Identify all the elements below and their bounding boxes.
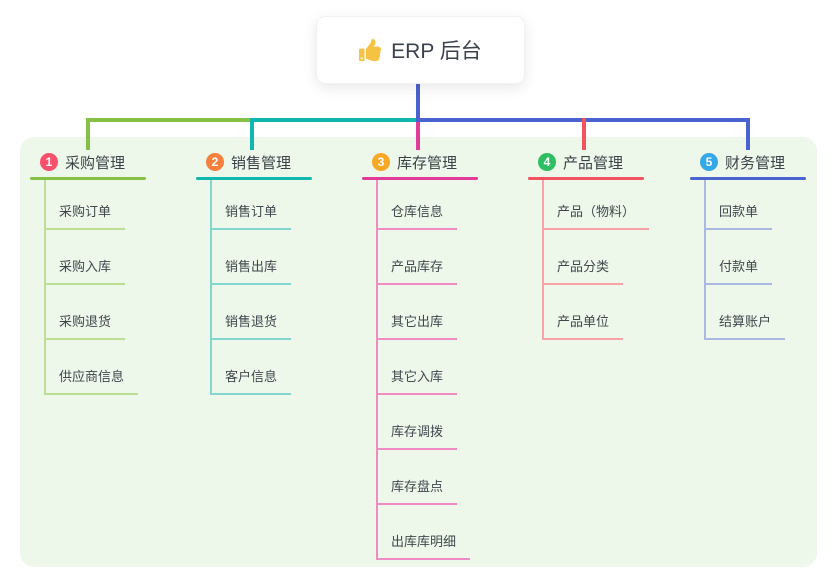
child-label[interactable]: 其它入库 xyxy=(378,366,458,395)
child-label[interactable]: 仓库信息 xyxy=(378,201,458,230)
branch-node-sales[interactable]: 2 销售管理 xyxy=(196,150,356,174)
child-label[interactable]: 产品单位 xyxy=(544,311,624,340)
child-label[interactable]: 产品库存 xyxy=(378,256,458,285)
branch-children: 销售订单 销售出库 销售退货 客户信息 xyxy=(210,180,356,395)
branch-number-badge: 3 xyxy=(372,153,390,171)
branch-number-badge: 5 xyxy=(700,153,718,171)
branch-children: 回款单 付款单 结算账户 xyxy=(704,180,839,340)
child-label[interactable]: 产品分类 xyxy=(544,256,624,285)
branch-purchase: 1 采购管理 采购订单 采购入库 采购退货 供应商信息 xyxy=(30,150,190,395)
child-node: 其它入库 xyxy=(378,340,522,395)
child-node: 采购入库 xyxy=(46,230,190,285)
branch-underline xyxy=(362,177,478,180)
branch-number-badge: 4 xyxy=(538,153,556,171)
branch-underline xyxy=(30,177,146,180)
root-title: ERP 后台 xyxy=(391,40,482,63)
connector-drop-branch4 xyxy=(582,118,586,150)
child-label[interactable]: 客户信息 xyxy=(212,366,292,395)
child-label[interactable]: 出库库明细 xyxy=(378,531,471,560)
root-node[interactable]: ERP 后台 xyxy=(316,16,525,84)
branch-node-finance[interactable]: 5 财务管理 xyxy=(690,150,839,174)
child-node: 仓库信息 xyxy=(378,180,522,230)
child-label[interactable]: 付款单 xyxy=(706,256,773,285)
connector-drop-branch2 xyxy=(250,118,254,150)
connector-root-stem xyxy=(416,83,420,122)
connector-drop-branch1 xyxy=(86,118,90,150)
branch-node-purchase[interactable]: 1 采购管理 xyxy=(30,150,190,174)
branches-panel xyxy=(20,137,817,567)
child-node: 回款单 xyxy=(706,180,839,230)
connector-drop-branch3 xyxy=(416,122,420,150)
child-label[interactable]: 产品（物料） xyxy=(544,201,650,230)
branch-number-badge: 2 xyxy=(206,153,224,171)
child-label[interactable]: 销售退货 xyxy=(212,311,292,340)
child-label[interactable]: 库存调拨 xyxy=(378,421,458,450)
child-node: 销售退货 xyxy=(212,285,356,340)
branch-children: 产品（物料） 产品分类 产品单位 xyxy=(542,180,688,340)
child-label[interactable]: 采购入库 xyxy=(46,256,126,285)
connector-drop-branch5 xyxy=(746,118,750,150)
child-node: 库存调拨 xyxy=(378,395,522,450)
child-label[interactable]: 销售出库 xyxy=(212,256,292,285)
child-node: 采购退货 xyxy=(46,285,190,340)
branch-underline xyxy=(690,177,806,180)
branch-underline xyxy=(196,177,312,180)
child-node: 结算账户 xyxy=(706,285,839,340)
child-node: 出库库明细 xyxy=(378,505,522,560)
child-node: 付款单 xyxy=(706,230,839,285)
connector-horizontal-branch2 xyxy=(250,118,420,122)
branch-finance: 5 财务管理 回款单 付款单 结算账户 xyxy=(690,150,839,340)
child-label[interactable]: 采购退货 xyxy=(46,311,126,340)
child-node: 采购订单 xyxy=(46,180,190,230)
child-label[interactable]: 结算账户 xyxy=(706,311,786,340)
child-label[interactable]: 库存盘点 xyxy=(378,476,458,505)
child-node: 产品分类 xyxy=(544,230,688,285)
child-node: 产品库存 xyxy=(378,230,522,285)
branch-node-inventory[interactable]: 3 库存管理 xyxy=(362,150,522,174)
child-node: 产品单位 xyxy=(544,285,688,340)
branch-children: 采购订单 采购入库 采购退货 供应商信息 xyxy=(44,180,190,395)
child-label[interactable]: 供应商信息 xyxy=(46,366,139,395)
child-label[interactable]: 采购订单 xyxy=(46,201,126,230)
child-node: 客户信息 xyxy=(212,340,356,395)
branch-label: 采购管理 xyxy=(65,154,126,172)
child-node: 库存盘点 xyxy=(378,450,522,505)
child-node: 销售订单 xyxy=(212,180,356,230)
child-node: 其它出库 xyxy=(378,285,522,340)
branch-label: 产品管理 xyxy=(563,154,624,172)
child-label[interactable]: 销售订单 xyxy=(212,201,292,230)
child-node: 销售出库 xyxy=(212,230,356,285)
branch-number-badge: 1 xyxy=(40,153,58,171)
branch-label: 库存管理 xyxy=(397,154,458,172)
branch-sales: 2 销售管理 销售订单 销售出库 销售退货 客户信息 xyxy=(196,150,356,395)
branch-product: 4 产品管理 产品（物料） 产品分类 产品单位 xyxy=(528,150,688,340)
branch-underline xyxy=(528,177,644,180)
child-label[interactable]: 其它出库 xyxy=(378,311,458,340)
branch-inventory: 3 库存管理 仓库信息 产品库存 其它出库 其它入库 库存调拨 库存盘点 出库库… xyxy=(362,150,522,560)
child-node: 供应商信息 xyxy=(46,340,190,395)
child-node: 产品（物料） xyxy=(544,180,688,230)
branch-label: 销售管理 xyxy=(231,154,292,172)
connector-horizontal-branch1 xyxy=(86,118,254,122)
child-label[interactable]: 回款单 xyxy=(706,201,773,230)
thumbs-up-icon xyxy=(359,39,382,61)
branch-node-product[interactable]: 4 产品管理 xyxy=(528,150,688,174)
branch-children: 仓库信息 产品库存 其它出库 其它入库 库存调拨 库存盘点 出库库明细 xyxy=(376,180,522,560)
branch-label: 财务管理 xyxy=(725,154,786,172)
